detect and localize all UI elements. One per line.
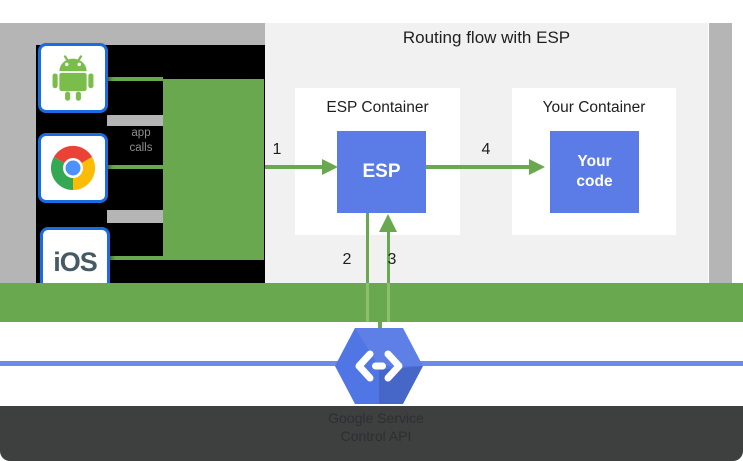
right-gray-column (709, 23, 732, 283)
code-brackets-icon (355, 350, 403, 382)
green-band (0, 283, 743, 322)
left-gray-column (0, 23, 36, 283)
band-to-hexagon-connector (378, 322, 382, 329)
gray-strip-between-android-chrome (107, 115, 165, 126)
client-calls-note: app calls (114, 126, 168, 156)
your-code-line1: Your (577, 152, 612, 170)
arrow-4-head (529, 159, 545, 175)
client-note-line1: app (131, 127, 151, 139)
esp-container-title: ESP Container (326, 99, 429, 116)
arrow-2-line-in-band (366, 283, 369, 322)
green-collector-bar (163, 79, 264, 260)
android-icon (52, 55, 94, 101)
ios-label: iOS (53, 247, 98, 277)
arrow-3-line-in-band (387, 283, 390, 322)
service-control-label: Google Service Control API (271, 409, 481, 445)
esp-box: ESP (337, 131, 426, 213)
chrome-icon (50, 145, 96, 191)
arrow-1-head (322, 159, 338, 175)
footer-band (0, 406, 743, 461)
android-connector-line (108, 77, 163, 81)
android-client-box (38, 43, 108, 113)
diagram-title: Routing flow with ESP (402, 28, 571, 47)
cloud-endpoints-icon (335, 328, 423, 404)
your-code-line2: code (576, 173, 613, 190)
arrow-4-line (426, 165, 529, 169)
step-label-1: 1 (272, 141, 282, 158)
chrome-client-box (38, 133, 108, 203)
arrow-1-line (265, 165, 322, 169)
service-label-line1: Google Service (328, 410, 424, 426)
your-code-box: Your code (550, 131, 639, 213)
arrow-3-head (379, 214, 397, 232)
arrow-2-line (366, 213, 369, 283)
chrome-connector-line (108, 165, 163, 169)
step-label-4: 4 (481, 141, 491, 158)
your-container-title: Your Container (542, 99, 646, 116)
esp-box-label: ESP (362, 161, 401, 182)
service-label-line2: Control API (340, 428, 412, 445)
gray-strip-between-chrome-ios (107, 210, 165, 223)
step-label-2: 2 (342, 251, 352, 268)
client-note-line2: calls (129, 141, 153, 154)
arrow-3-line (387, 232, 390, 283)
step-label-3: 3 (387, 251, 397, 268)
top-gray-strip (0, 23, 265, 45)
ios-connector-line (110, 256, 163, 260)
